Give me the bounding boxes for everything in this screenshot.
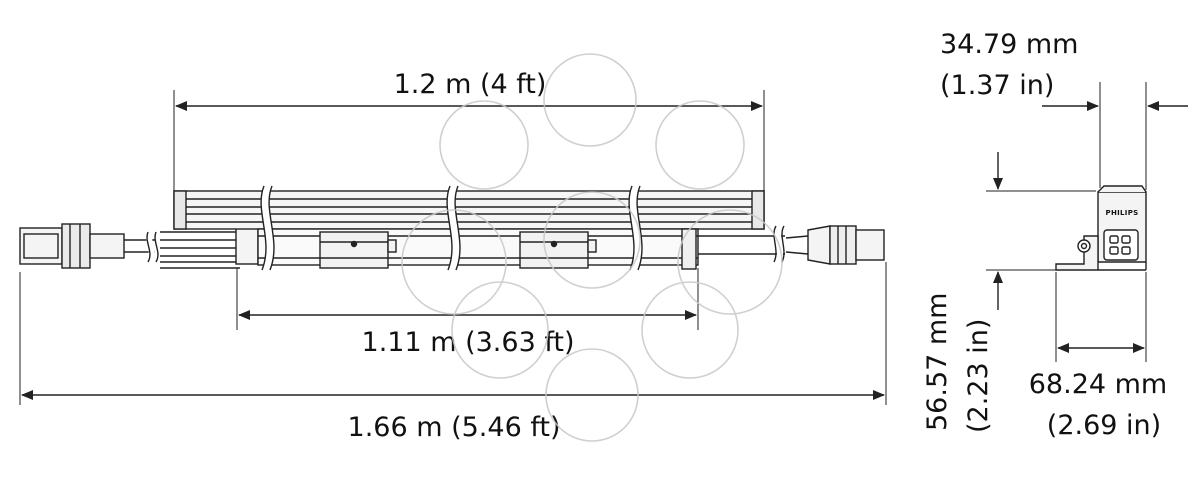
left-wire-bundle <box>160 231 240 269</box>
mounting-clip-right <box>519 231 597 269</box>
depth-in-label: (1.37 in) <box>940 70 1054 101</box>
height-mm-label: 56.57 mm <box>922 293 953 431</box>
width-in-label: (2.69 in) <box>1047 410 1161 441</box>
mount-spacing-label: 1.11 m (3.63 ft) <box>362 327 575 358</box>
left-end-cap <box>235 227 259 265</box>
depth-mm-label: 34.79 mm <box>940 29 1078 60</box>
mounting-tab <box>1055 235 1099 271</box>
brand-logo-text: PHILIPS <box>1106 209 1139 217</box>
height-in-label: (2.23 in) <box>963 319 994 433</box>
tube-length-label: 1.2 m (4 ft) <box>394 69 547 100</box>
end-view <box>986 82 1188 362</box>
mounting-clip-left <box>319 231 397 269</box>
watermark-pattern <box>401 53 783 442</box>
front-view <box>19 90 887 405</box>
lamp-tube <box>173 190 765 230</box>
right-connector <box>785 225 885 265</box>
left-connector <box>19 223 159 269</box>
socket <box>1103 229 1139 261</box>
overall-length-label: 1.66 m (5.46 ft) <box>348 412 561 443</box>
width-mm-label: 68.24 mm <box>1029 369 1167 400</box>
